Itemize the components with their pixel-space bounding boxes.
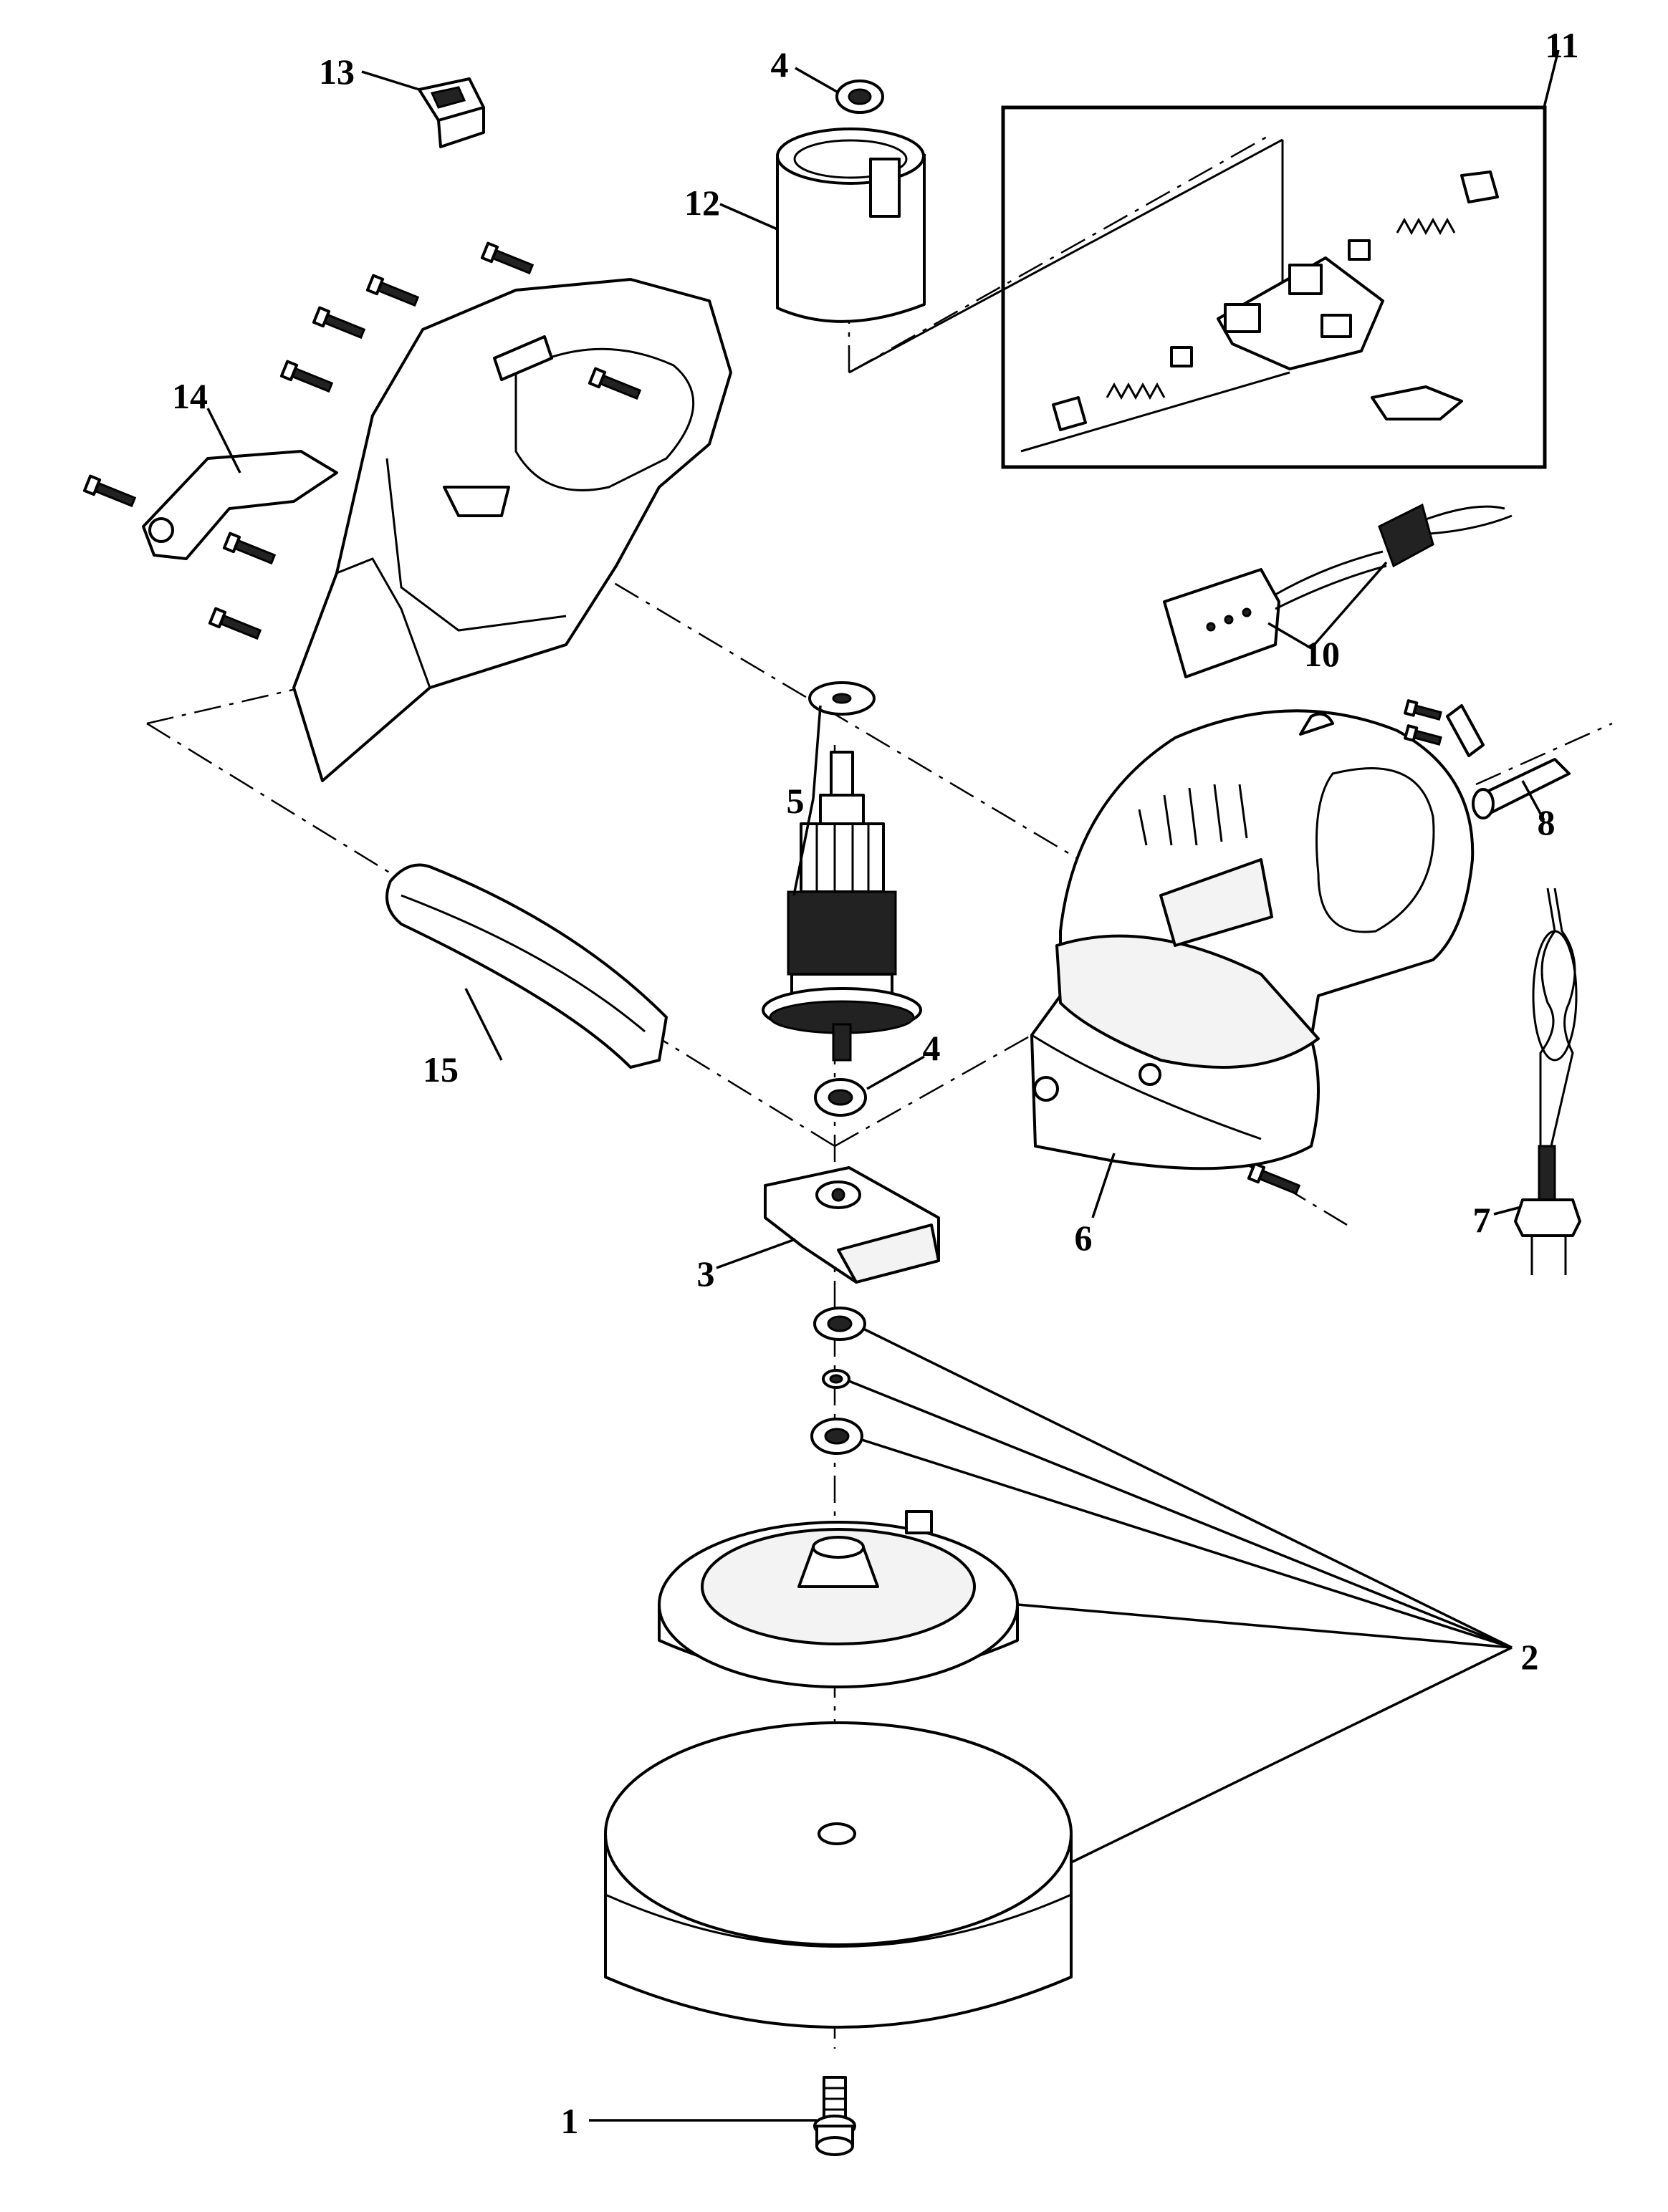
label-13: 13 bbox=[319, 52, 355, 92]
label-10: 10 bbox=[1304, 634, 1340, 674]
label-1: 1 bbox=[561, 2101, 579, 2141]
switch-part bbox=[418, 77, 485, 148]
label-15: 15 bbox=[423, 1049, 459, 1090]
power-cord-part bbox=[1514, 888, 1581, 1275]
bearing-sleeve-part bbox=[776, 128, 926, 323]
label-3: 3 bbox=[697, 1254, 715, 1294]
eccentric-bracket-part bbox=[764, 1166, 940, 1284]
label-8: 8 bbox=[1538, 802, 1556, 842]
top-bearing-part bbox=[835, 80, 884, 114]
label-6: 6 bbox=[1075, 1218, 1093, 1258]
armature-part bbox=[762, 681, 922, 1062]
label-12: 12 bbox=[684, 183, 720, 223]
label-7: 7 bbox=[1473, 1200, 1491, 1240]
right-housing-half-part bbox=[1030, 709, 1475, 1170]
label-4-lower: 4 bbox=[923, 1028, 941, 1068]
leader-lines bbox=[206, 49, 1560, 2122]
brush-holder-assembly-box bbox=[848, 105, 1547, 469]
switch-board-part bbox=[1163, 503, 1513, 678]
grip-cover-part bbox=[385, 863, 668, 1069]
left-housing-half-part bbox=[142, 278, 732, 782]
label-4-top: 4 bbox=[771, 44, 789, 85]
label-14: 14 bbox=[172, 376, 208, 416]
housing-screws bbox=[82, 241, 1301, 1196]
callout-labels: 13 4 12 11 14 10 5 8 15 4 3 6 7 2 1 bbox=[172, 25, 1579, 2141]
label-5: 5 bbox=[787, 781, 805, 821]
lower-bearing-part bbox=[814, 1078, 867, 1117]
pad-screw-part bbox=[813, 2076, 856, 2156]
label-11: 11 bbox=[1545, 25, 1578, 65]
label-2: 2 bbox=[1521, 1637, 1539, 1677]
pad-assembly-part bbox=[604, 1307, 1073, 2029]
